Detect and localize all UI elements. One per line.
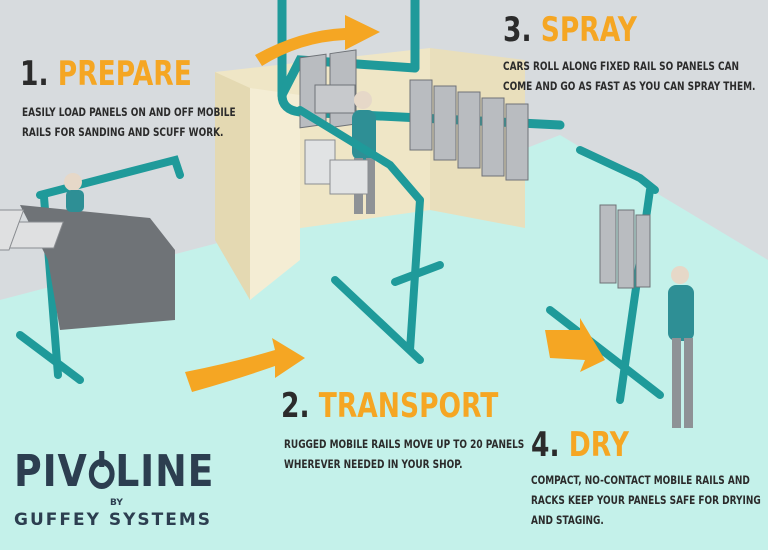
step-4-number: 4. [531,425,560,465]
step-4-line-1: COMPACT, NO-CONTACT MOBILE RAILS AND [531,473,750,487]
step-3-line-2: COME AND GO AS FAST AS YOU CAN SPRAY THE… [503,79,756,93]
step-4-line-2: RACKS KEEP YOUR PANELS SAFE FOR DRYING [531,493,761,507]
dry-panels [599,204,651,289]
mobile-rail-transport [296,106,444,364]
step-4-line-3: AND STAGING. [531,513,604,527]
flow-arrow-transport [185,338,305,392]
step-3-title: 3. SPRAY [503,10,637,50]
flow-arrow-dry [545,318,605,372]
brand-by: BY [110,498,123,508]
booth-side-wall [215,72,250,300]
brand-name-left: PIV [14,446,88,497]
step-1-number: 1. [20,54,49,94]
pivot-o-icon [88,451,115,489]
step-2-line-1: RUGGED MOBILE RAILS MOVE UP TO 20 PANELS [284,437,525,451]
step-3-number: 3. [503,10,532,50]
step-1-description: EASILY LOAD PANELS ON AND OFF MOBILE RAIL… [22,102,236,142]
step-2-number: 2. [281,386,310,426]
spray-panels [299,49,529,181]
brand-wordmark: PIV LINE [14,446,214,497]
step-1-title: 1. PREPARE [20,54,192,94]
step-3-description: CARS ROLL ALONG FIXED RAIL SO PANELS CAN… [503,56,755,96]
brand-company: GUFFEY SYSTEMS [14,510,212,530]
brand-name-right: LINE [115,446,215,497]
flow-arrow-spray [255,15,380,66]
booth-front-wall [250,88,300,300]
floor [0,135,768,550]
step-2-description: RUGGED MOBILE RAILS MOVE UP TO 20 PANELS… [284,434,524,474]
transport-panels [304,139,369,195]
prepare-panels [0,209,64,251]
step-3-word: SPRAY [540,10,637,50]
step-1-word: PREPARE [57,54,192,94]
step-2-title: 2. TRANSPORT [281,386,498,426]
dry-worker [668,266,694,428]
step-1-line-1: EASILY LOAD PANELS ON AND OFF MOBILE [22,105,236,119]
step-1-line-2: RAILS FOR SANDING AND SCUFF WORK. [22,125,224,139]
step-2-line-2: WHEREVER NEEDED IN YOUR SHOP. [284,457,463,471]
pivotline-logo: PIV LINE BY GUFFEY SYSTEMS [14,446,224,536]
prepare-worker [64,173,84,212]
step-4-word: DRY [568,425,629,465]
flow-arrows [185,15,605,392]
step-2-word: TRANSPORT [318,386,499,426]
step-4-title: 4. DRY [531,425,629,465]
step-4-description: COMPACT, NO-CONTACT MOBILE RAILS AND RACK… [531,470,761,530]
sanding-table [20,205,175,330]
step-3-line-1: CARS ROLL ALONG FIXED RAIL SO PANELS CAN [503,59,740,73]
